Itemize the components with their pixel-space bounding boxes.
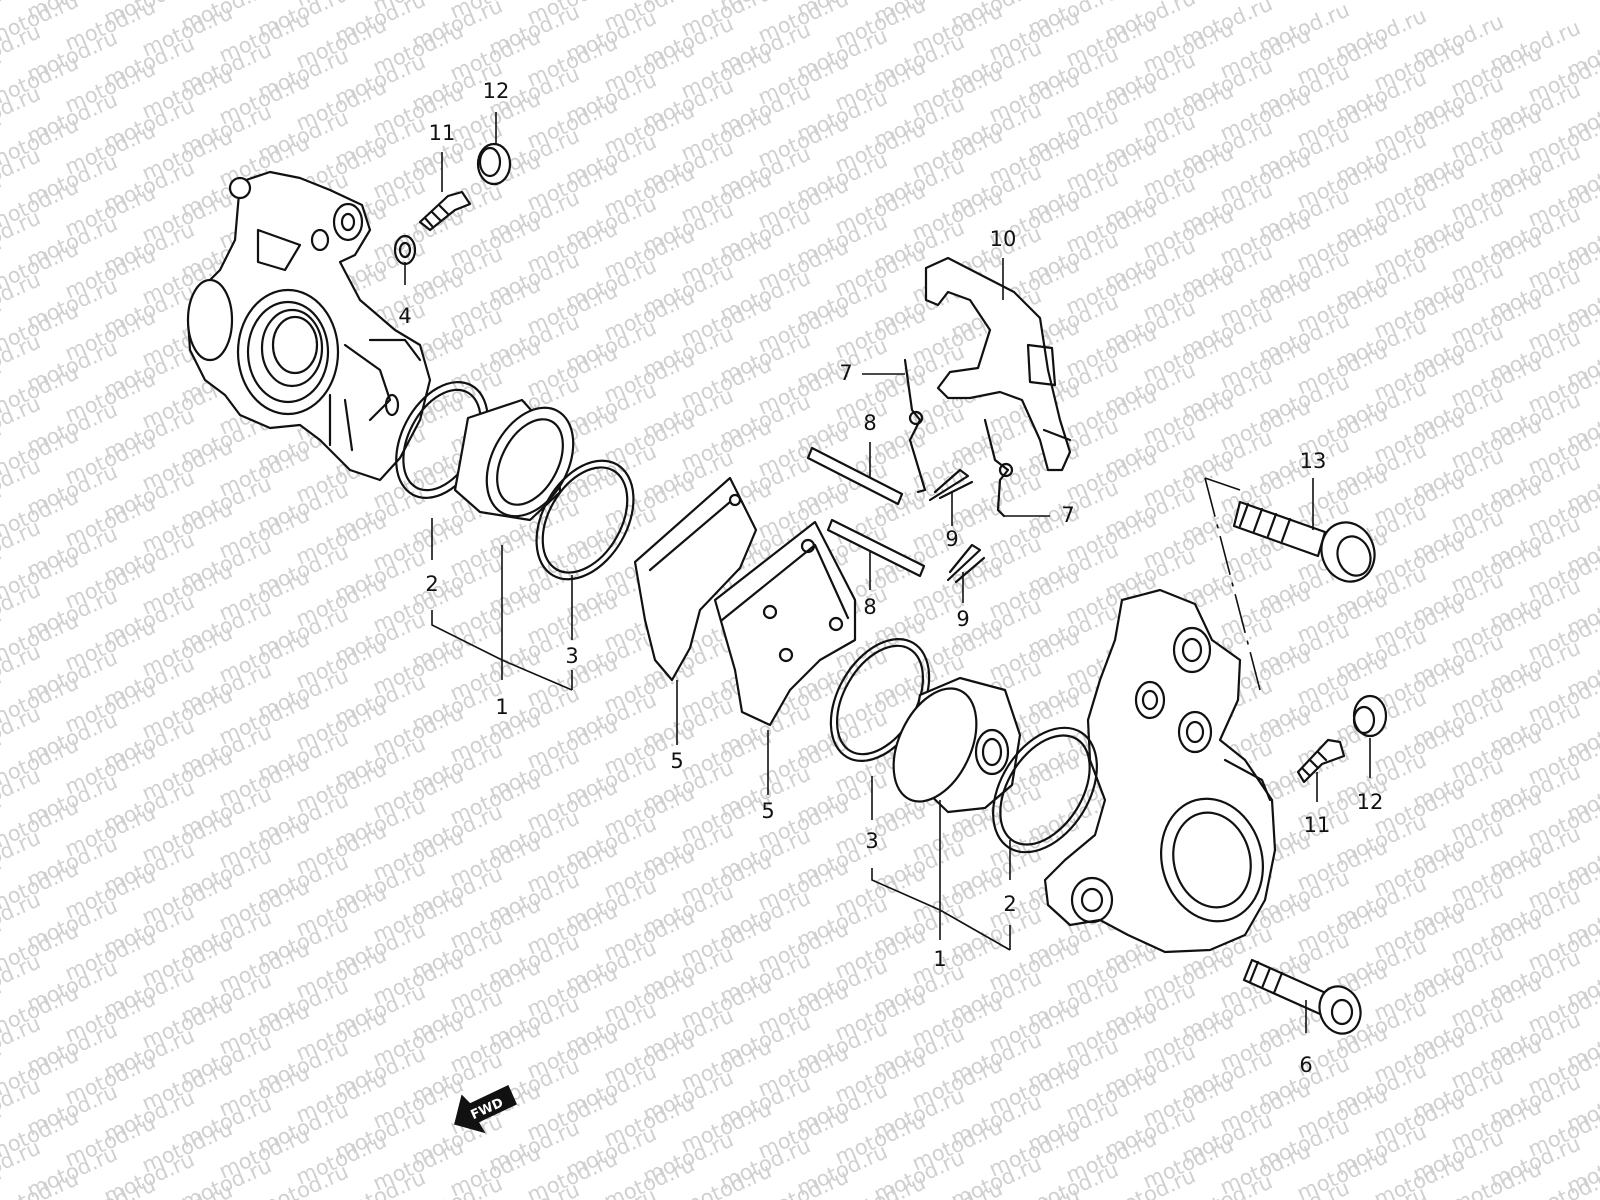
callout-left-12: 12 [483,79,510,103]
callout-upper-8: 8 [863,411,876,435]
callout-left-3: 3 [565,644,578,668]
callout-left-4: 4 [398,304,411,328]
right-bleeder-cap [1352,694,1388,738]
callout-upper-9: 9 [945,527,958,551]
left-bleeder-cap [476,142,512,186]
callout-right-11: 11 [1304,813,1331,837]
callout-lower-9: 9 [956,607,969,631]
callout-right-1: 1 [933,947,946,971]
callout-right-2: 2 [1003,892,1016,916]
callout-inner-5: 5 [761,799,774,823]
callout-upper-7: 7 [839,361,852,385]
callout-right-12: 12 [1357,790,1384,814]
callout-left-11: 11 [429,121,456,145]
callout-right-3: 3 [865,829,878,853]
callout-left-2: 2 [425,572,438,596]
callout-left-1: 1 [495,695,508,719]
callout-6: 6 [1299,1053,1312,1077]
callout-outer-5: 5 [670,749,683,773]
callout-13: 13 [1300,449,1327,473]
callout-10: 10 [990,227,1017,251]
callout-lower-8: 8 [863,595,876,619]
callout-lower-7: 7 [1061,503,1074,527]
